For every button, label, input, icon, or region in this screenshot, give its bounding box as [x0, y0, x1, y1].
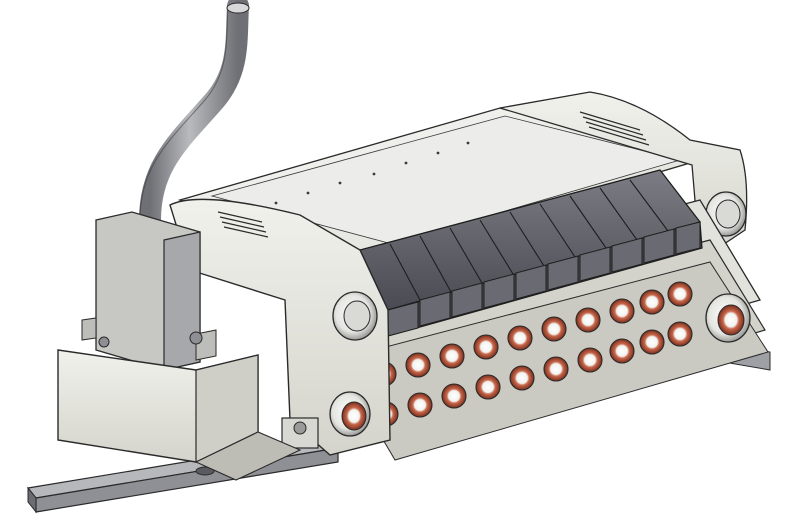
port-fitting-icon — [639, 329, 665, 355]
port-fitting-icon — [407, 392, 433, 418]
left-end-plate — [169, 198, 391, 456]
port-fitting-icon — [667, 281, 693, 307]
port-fitting-icon — [667, 321, 693, 347]
port-fitting-icon — [405, 352, 431, 378]
left-end-fitting-icon — [281, 391, 371, 449]
port-fitting-icon — [575, 307, 601, 333]
port-fitting-icon — [507, 325, 533, 351]
port-fitting-icon — [543, 356, 569, 382]
cable — [139, 0, 249, 243]
port-fitting-icon — [441, 383, 467, 409]
port-fitting-icon — [439, 343, 465, 369]
port-fitting-icon — [475, 374, 501, 400]
port-fitting-icon — [541, 316, 567, 342]
port-fitting-icon — [473, 334, 499, 360]
port-fitting-icon — [577, 347, 603, 373]
port-fitting-icon — [509, 365, 535, 391]
d-sub-connector-housing — [81, 211, 217, 371]
port-fitting-icon — [639, 289, 665, 315]
port-fitting-icon — [609, 298, 635, 324]
port-fitting-icon — [609, 338, 635, 364]
right-end-fitting-icon — [705, 293, 751, 343]
electrical-interface-box — [57, 349, 302, 481]
